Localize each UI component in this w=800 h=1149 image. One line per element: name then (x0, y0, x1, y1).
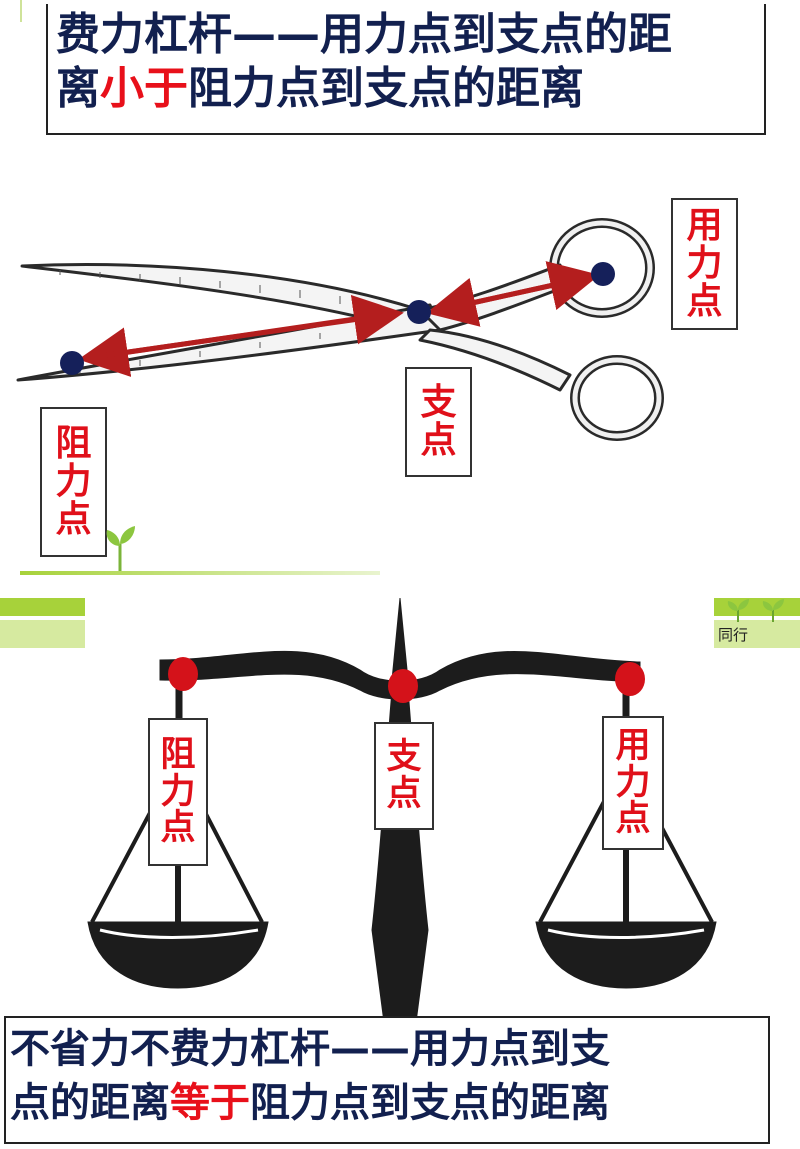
scissors-load-label: 阻 力 点 (40, 407, 107, 557)
balance-effort-dot (615, 662, 645, 696)
bottom-title-line2-end: 阻力点到支点的距离 (250, 1080, 610, 1126)
bottom-title-box: 不省力不费力杠杆——用力点到支 点的距离等于阻力点到支点的距离 (4, 1016, 770, 1144)
top-left-edge-line (20, 0, 22, 22)
balance-scale-illustration (87, 597, 717, 1031)
bottom-title-highlight: 等于 (170, 1080, 250, 1126)
bottom-title-line1: 不省力不费力杠杆——用力点到支 (10, 1026, 610, 1072)
effort-point-dot (591, 262, 615, 286)
left-green-band (0, 598, 85, 648)
balance-fulcrum-label: 支 点 (374, 722, 434, 830)
fulcrum-dot (407, 300, 431, 324)
right-green-band (714, 598, 800, 648)
top-title-highlight: 小于 (100, 62, 188, 114)
top-title-box: 费力杠杆——用力点到支点的距 离小于阻力点到支点的距离 (46, 4, 766, 135)
scissors-fulcrum-label: 支 点 (405, 367, 472, 477)
top-title-line2-end: 阻力点到支点的距离 (188, 62, 584, 114)
balance-effort-label: 用 力 点 (602, 716, 664, 850)
balance-fulcrum-dot (388, 669, 418, 703)
balance-load-label: 阻 力 点 (148, 718, 208, 866)
scissors-effort-label: 用 力 点 (671, 198, 738, 330)
top-title: 费力杠杆——用力点到支点的距 离小于阻力点到支点的距离 (56, 8, 766, 115)
top-title-line2: 离小于阻力点到支点的距离 (56, 62, 766, 116)
corner-tag: 同行 (718, 626, 749, 644)
top-title-line2-start: 离 (56, 62, 100, 114)
corner-sprouts-icon (727, 599, 784, 622)
bottom-title-line2-start: 点的距离 (10, 1080, 170, 1126)
effort-arm-arrow-back (426, 275, 586, 327)
sprout-icon (106, 526, 135, 572)
balance-load-dot (168, 657, 198, 691)
load-point-dot (60, 351, 84, 375)
scissors-lever-arrows (60, 261, 615, 377)
bottom-title: 不省力不费力杠杆——用力点到支 点的距离等于阻力点到支点的距离 (10, 1022, 770, 1130)
load-arm-arrow-back (99, 294, 404, 359)
mid-divider-line (20, 571, 380, 575)
top-title-line1: 费力杠杆——用力点到支点的距 (56, 9, 672, 60)
bottom-title-line2: 点的距离等于阻力点到支点的距离 (10, 1076, 770, 1130)
